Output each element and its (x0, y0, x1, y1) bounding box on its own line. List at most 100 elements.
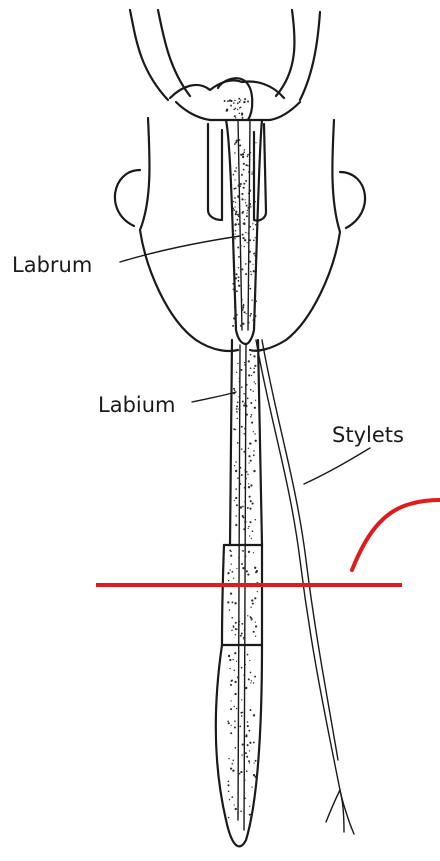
stipple-dot (252, 264, 253, 265)
stipple-dot (240, 635, 242, 637)
stipple-dot (230, 551, 231, 552)
stipple-dot (247, 615, 248, 616)
stipple-dot (234, 706, 235, 707)
stipple-dot (250, 402, 252, 404)
stipple-dot (254, 237, 255, 238)
stipple-dot (244, 149, 246, 151)
stipple-dot (249, 806, 250, 807)
stipple-dot (235, 187, 237, 189)
stipple-dot (248, 678, 250, 680)
stipple-dot (245, 263, 247, 265)
stipple-dot (241, 174, 243, 176)
stipple-dot (242, 117, 244, 119)
stipple-dot (248, 528, 249, 529)
stipple-dot (255, 265, 256, 266)
stipple-dot (236, 405, 238, 407)
stipple-dot (250, 672, 252, 674)
stipple-dot (234, 652, 236, 654)
stipple-dot (253, 355, 255, 357)
stipple-dot (232, 659, 233, 660)
stipple-dot (246, 215, 248, 217)
stipple-dot (242, 506, 244, 508)
stipple-dot (250, 206, 252, 208)
stipple-dot (244, 521, 246, 523)
stipple-dot (239, 621, 241, 623)
stipple-dot (257, 591, 258, 592)
stipple-dot (238, 408, 240, 410)
stipple-dot (246, 471, 248, 473)
stipple-dot (235, 628, 237, 630)
stipple-dot (230, 708, 232, 710)
stipple-dot (241, 699, 242, 700)
stipple-dot (238, 396, 240, 398)
stipple-dot (235, 622, 237, 624)
stipple-dot (249, 521, 251, 523)
stipple-dot (245, 478, 247, 480)
stipple-dot (251, 300, 252, 301)
stipple-dot (234, 315, 235, 316)
stipple-dot (238, 256, 240, 258)
stipple-dot (245, 313, 246, 314)
stipple-dot (242, 156, 244, 158)
stipple-dot (252, 503, 254, 505)
stipple-dot (248, 551, 250, 553)
stipple-dot (241, 623, 243, 625)
stipple-dot (233, 241, 235, 243)
stipple-dot (235, 310, 237, 312)
stipple-dot (253, 239, 255, 241)
stipple-dot (244, 470, 245, 471)
stipple-dot (251, 599, 253, 601)
stipple-dot (245, 384, 247, 386)
stipple-dot (255, 440, 257, 442)
stipple-dot (243, 183, 245, 185)
stipple-dot (233, 428, 235, 430)
stipple-dot (249, 190, 251, 192)
stipple-dot (234, 681, 236, 683)
stipple-dot (244, 246, 245, 247)
stippling (224, 98, 259, 819)
stipple-dot (248, 760, 250, 762)
leader-stylets (304, 448, 370, 484)
stipple-dot (234, 693, 236, 695)
stipple-dot (245, 164, 247, 166)
stipple-dot (253, 631, 255, 633)
stipple-dot (237, 213, 238, 214)
stipple-dot (238, 280, 240, 282)
stipple-dot (254, 201, 256, 203)
stipple-dot (242, 234, 244, 236)
stipple-dot (228, 722, 230, 724)
stipple-dot (250, 152, 252, 154)
stipple-dot (234, 152, 235, 153)
stipple-dot (243, 779, 245, 781)
stipple-dot (231, 725, 232, 726)
stipple-dot (245, 180, 247, 182)
stipple-dot (249, 535, 250, 536)
stipple-dot (247, 398, 249, 400)
stipple-dot (240, 506, 242, 508)
stipple-dot (253, 741, 255, 743)
stipple-dot (250, 274, 252, 276)
stipple-dot (239, 773, 241, 775)
stipple-dot (228, 780, 230, 782)
stipple-dot (247, 101, 249, 103)
stipple-dot (233, 669, 235, 671)
stipple-dot (254, 365, 256, 367)
stipple-dot (255, 260, 257, 262)
stipple-dot (238, 285, 240, 287)
stipple-dot (243, 101, 245, 103)
stipple-dot (246, 570, 248, 572)
stipple-dot (240, 145, 241, 146)
stipple-dot (243, 311, 245, 313)
stipple-dot (243, 638, 244, 639)
stipple-dot (250, 616, 251, 617)
stipple-dot (234, 179, 235, 180)
stipple-dot (238, 223, 240, 225)
stipple-dot (248, 374, 250, 376)
stipple-dot (248, 233, 249, 234)
stipple-dot (231, 601, 233, 603)
stipple-dot (248, 486, 250, 488)
stipple-dot (243, 393, 244, 394)
stipple-dot (233, 388, 235, 390)
stipple-dot (247, 654, 249, 656)
stipple-dot (246, 413, 248, 415)
